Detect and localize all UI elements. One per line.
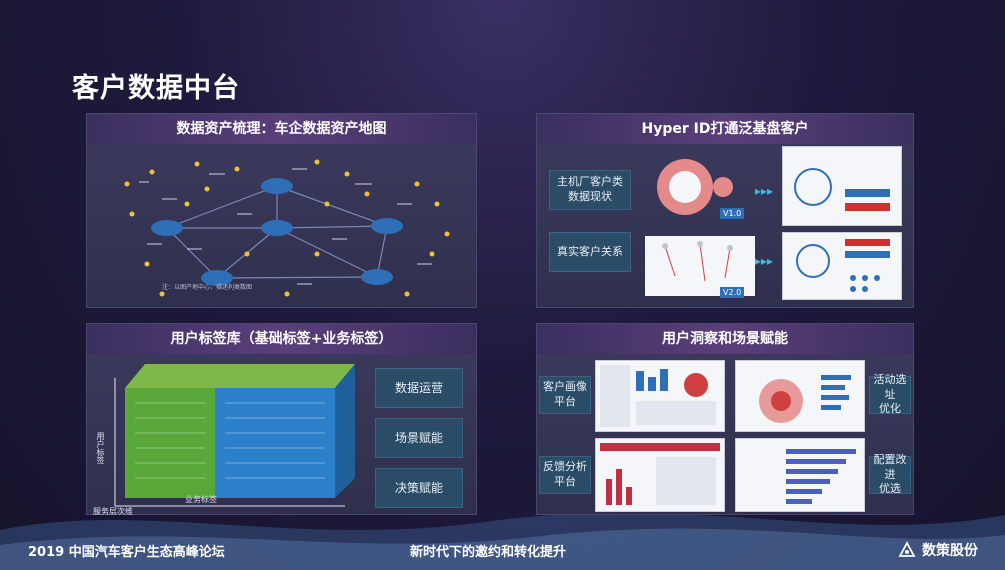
version-v1-badge: V1.0 <box>720 208 745 219</box>
asset-map-panel: 数据资产梳理：车企数据资产地图 <box>86 113 477 308</box>
profile-platform-button[interactable]: 客户画像 平台 <box>539 376 591 414</box>
config-chart-thumb <box>735 438 865 512</box>
identity-cluster-icon <box>657 159 733 215</box>
relation-tree-icon <box>645 236 755 296</box>
profile-dashboard-thumb <box>595 360 725 432</box>
x-axis-label: 业务标签 <box>185 495 217 504</box>
tag-library-panel: 用户标签库（基础标签+业务标签） 用户标签 业务标签 服务层次维 数据运营 场景… <box>86 323 477 516</box>
hyper-id-title: Hyper ID打通泛基盘客户 <box>537 114 913 144</box>
data-ops-button[interactable]: 数据运营 <box>375 368 463 408</box>
tag-cube-diagram <box>114 364 355 507</box>
feedback-dashboard-thumb <box>595 438 725 512</box>
site-map-thumb <box>735 360 865 432</box>
feedback-platform-button[interactable]: 反馈分析 平台 <box>539 456 591 494</box>
brand: 数策股份 <box>898 540 978 560</box>
event-name: 2019 中国汽车客户生态高峰论坛 <box>28 545 225 560</box>
footer-wave <box>0 512 1005 570</box>
real-relation-button[interactable]: 真实客户关系 <box>549 232 631 272</box>
insight-panel: 用户洞察和场景赋能 客户画像 平台 反馈分析 平台 活动选址 优化 配置改进 优… <box>536 323 914 515</box>
arrows-icon: ▸▸▸ <box>755 254 774 268</box>
asset-map-caption: 注：以图产地中心，描述利类数图 <box>162 284 253 291</box>
brand-name: 数策股份 <box>922 543 978 559</box>
asset-map-title: 数据资产梳理：车企数据资产地图 <box>87 114 476 144</box>
config-optimize-button[interactable]: 配置改进 优选 <box>869 453 911 495</box>
z-axis-label: 服务层次维 <box>93 507 133 516</box>
activity-site-button[interactable]: 活动选址 优化 <box>869 373 911 415</box>
scene-enable-button[interactable]: 场景赋能 <box>375 418 463 458</box>
hyper-id-panel: Hyper ID打通泛基盘客户 主机厂客户类 数据现状 真实客户关系 V1.0 … <box>536 113 914 308</box>
decision-enable-button[interactable]: 决策赋能 <box>375 468 463 508</box>
oem-data-button[interactable]: 主机厂客户类 数据现状 <box>549 170 631 210</box>
tag-library-title: 用户标签库（基础标签+业务标签） <box>87 324 476 354</box>
arrows-icon: ▸▸▸ <box>755 184 774 198</box>
insight-title: 用户洞察和场景赋能 <box>537 324 913 354</box>
hyper-id-diagram-v2 <box>782 232 902 300</box>
version-v2-badge: V2.0 <box>720 287 745 298</box>
theme-text: 新时代下的邀约和转化提升 <box>410 545 567 560</box>
hyper-id-diagram-v1 <box>782 146 902 226</box>
asset-map-network <box>124 159 450 297</box>
slide-title: 客户数据中台 <box>72 73 240 104</box>
brand-logo-icon <box>898 541 916 557</box>
y-axis-label: 用户标签 <box>96 432 105 464</box>
